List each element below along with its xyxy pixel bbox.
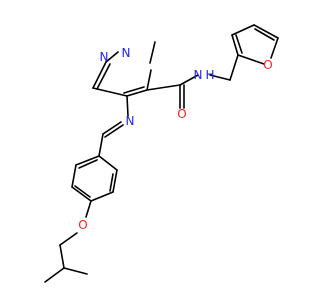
bond <box>229 54 239 81</box>
bond <box>92 61 107 89</box>
bond <box>74 185 91 198</box>
bond <box>92 87 128 97</box>
bond <box>254 28 275 41</box>
atom-label: O <box>78 218 87 232</box>
bond <box>59 244 65 269</box>
bond <box>235 34 243 54</box>
bond <box>78 159 98 169</box>
atom-label: O <box>177 107 186 121</box>
bond <box>126 95 129 117</box>
bond <box>179 74 199 86</box>
bond <box>96 63 111 90</box>
atom-labels: N N N H N O O O <box>78 46 272 232</box>
atom-label: N <box>100 50 109 64</box>
atom-label: H <box>205 68 214 82</box>
bond <box>98 133 104 157</box>
bond <box>59 232 78 246</box>
bond <box>71 164 77 188</box>
bond <box>231 34 239 56</box>
bond <box>105 51 119 63</box>
bond <box>146 84 181 91</box>
bond <box>102 121 122 135</box>
bond <box>75 155 100 166</box>
bond <box>253 24 279 39</box>
molecule-diagram: N N N H N O O O <box>44 24 279 283</box>
bond <box>112 169 118 193</box>
bond <box>85 200 92 218</box>
bond <box>231 24 255 36</box>
bond <box>209 74 231 81</box>
bond <box>104 124 124 138</box>
atom-label: N <box>126 114 135 128</box>
bond <box>146 69 152 91</box>
atom-label: O <box>263 58 272 72</box>
bond <box>71 186 92 202</box>
bond <box>90 191 114 202</box>
bonds <box>44 24 279 283</box>
bond <box>149 41 156 64</box>
atom-label: N <box>122 46 131 60</box>
bond <box>109 173 114 192</box>
bond <box>123 86 145 94</box>
atom-label: N <box>194 68 203 82</box>
bond <box>126 89 148 97</box>
bond <box>237 54 265 65</box>
bond <box>98 155 118 171</box>
bond <box>44 267 65 283</box>
bond <box>63 267 88 275</box>
bond <box>270 37 279 59</box>
